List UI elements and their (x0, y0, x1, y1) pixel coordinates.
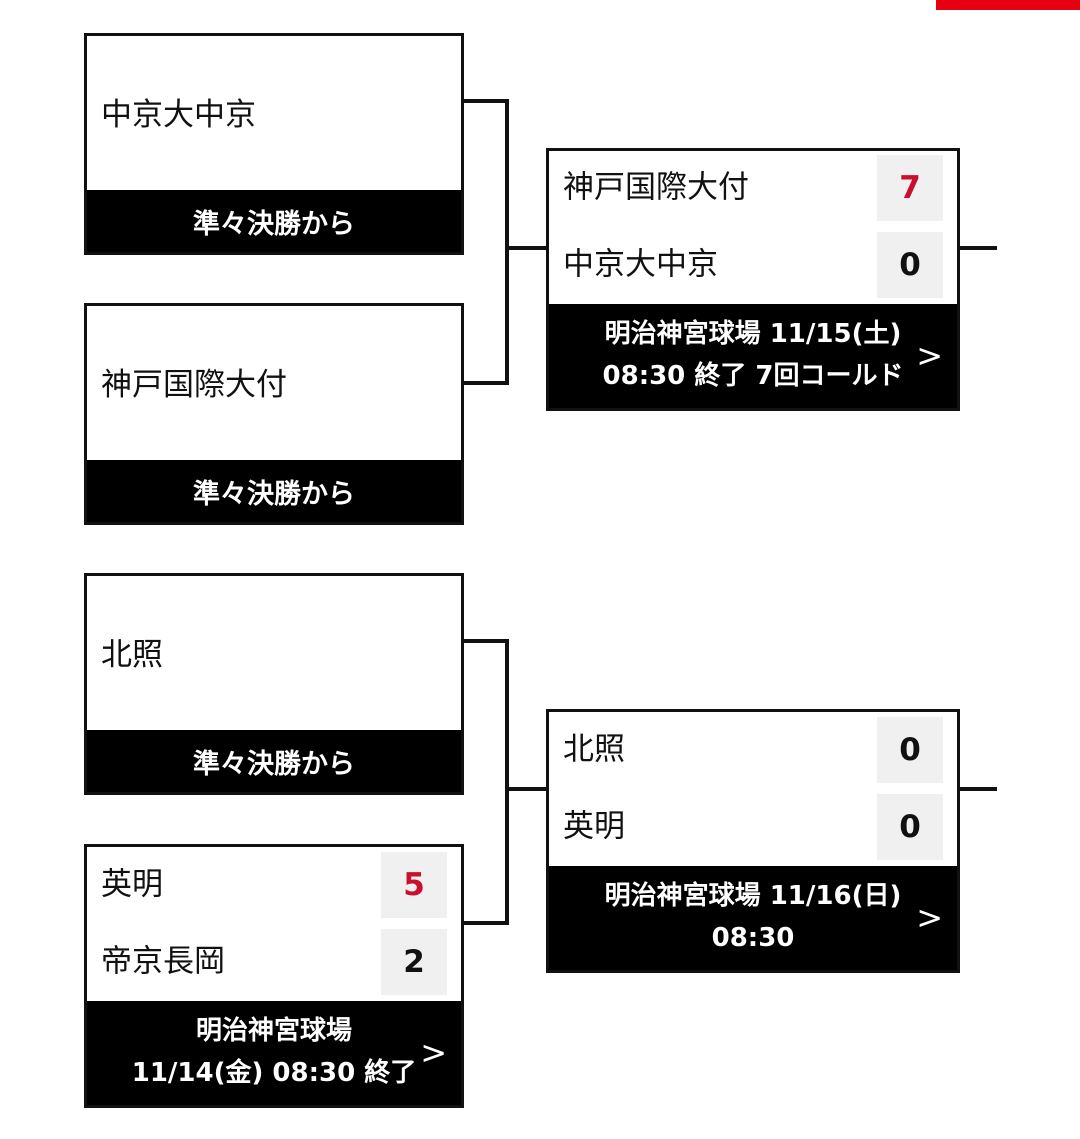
match-time-status: 11/14(金) 08:30 終了 (131, 1058, 417, 1088)
team-name: 北照 (563, 731, 625, 768)
team-name: 帝京長岡 (101, 943, 225, 980)
team-name: 英明 (101, 866, 163, 903)
seed-note: 準々決勝から (87, 730, 461, 792)
team-name: 英明 (563, 808, 625, 845)
match-info-link[interactable]: 明治神宮球場 11/14(金) 08:30 終了 > (87, 1001, 461, 1105)
match-card: 神戸国際大付 7 中京大中京 0 明治神宮球場 11/15(土) 08:30 終… (546, 148, 960, 411)
team-row: 中京大中京 0 (549, 232, 957, 298)
bracket-connector (464, 99, 509, 103)
match-card: 北照 0 英明 0 明治神宮球場 11/16(日) 08:30 > (546, 709, 960, 973)
bracket-connector (505, 246, 547, 250)
bracket-connector (464, 639, 509, 643)
team-name: 北照 (101, 637, 163, 673)
team-row: 英明 0 (549, 794, 957, 860)
bracket-seed-card: 神戸国際大付 準々決勝から (84, 303, 464, 525)
bracket-connector (959, 787, 997, 791)
chevron-right-icon: > (916, 336, 943, 375)
chevron-right-icon: > (420, 1033, 447, 1072)
match-venue-date: 明治神宮球場 11/16(日) (604, 881, 902, 912)
team-name: 中京大中京 (101, 97, 256, 133)
bracket-connector (959, 246, 997, 250)
bracket-connector (505, 787, 547, 791)
match-time-status: 08:30 (711, 923, 795, 953)
seed-note-label: 準々決勝から (193, 748, 355, 780)
accent-bar (936, 0, 1080, 10)
team-row: 帝京長岡 2 (87, 929, 461, 995)
bracket-connector (505, 639, 509, 925)
match-card: 英明 5 帝京長岡 2 明治神宮球場 11/14(金) 08:30 終了 > (84, 844, 464, 1108)
bracket-connector (464, 381, 509, 385)
score-badge: 0 (877, 232, 943, 298)
seed-note-label: 準々決勝から (193, 208, 355, 240)
bracket-seed-card: 北照 準々決勝から (84, 573, 464, 795)
match-info: 明治神宮球場 11/15(土) 08:30 終了 7回コールド (603, 314, 904, 397)
score-badge: 7 (877, 155, 943, 221)
match-info-link[interactable]: 明治神宮球場 11/15(土) 08:30 終了 7回コールド > (549, 304, 957, 408)
seed-note: 準々決勝から (87, 460, 461, 522)
match-info-link[interactable]: 明治神宮球場 11/16(日) 08:30 > (549, 866, 957, 970)
team-name: 中京大中京 (563, 246, 718, 283)
score-badge: 0 (877, 717, 943, 783)
bracket-connector (464, 921, 509, 925)
score-badge: 5 (381, 852, 447, 918)
match-venue-date: 明治神宮球場 (195, 1016, 352, 1047)
score-badge: 2 (381, 929, 447, 995)
team-name: 神戸国際大付 (101, 367, 287, 403)
bracket-connector (505, 99, 509, 385)
match-venue-date: 明治神宮球場 11/15(土) (604, 319, 902, 350)
chevron-right-icon: > (916, 898, 943, 937)
match-info: 明治神宮球場 11/16(日) 08:30 (605, 876, 902, 959)
team-row: 英明 5 (87, 852, 461, 918)
match-time-status: 08:30 終了 7回コールド (602, 361, 904, 391)
bracket-seed-card: 中京大中京 準々決勝から (84, 33, 464, 255)
team-row: 北照 0 (549, 717, 957, 783)
team-row: 神戸国際大付 7 (549, 155, 957, 221)
score-badge: 0 (877, 794, 943, 860)
team-name: 神戸国際大付 (563, 169, 749, 206)
seed-note: 準々決勝から (87, 190, 461, 252)
match-info: 明治神宮球場 11/14(金) 08:30 終了 (132, 1011, 417, 1094)
seed-note-label: 準々決勝から (193, 478, 355, 510)
